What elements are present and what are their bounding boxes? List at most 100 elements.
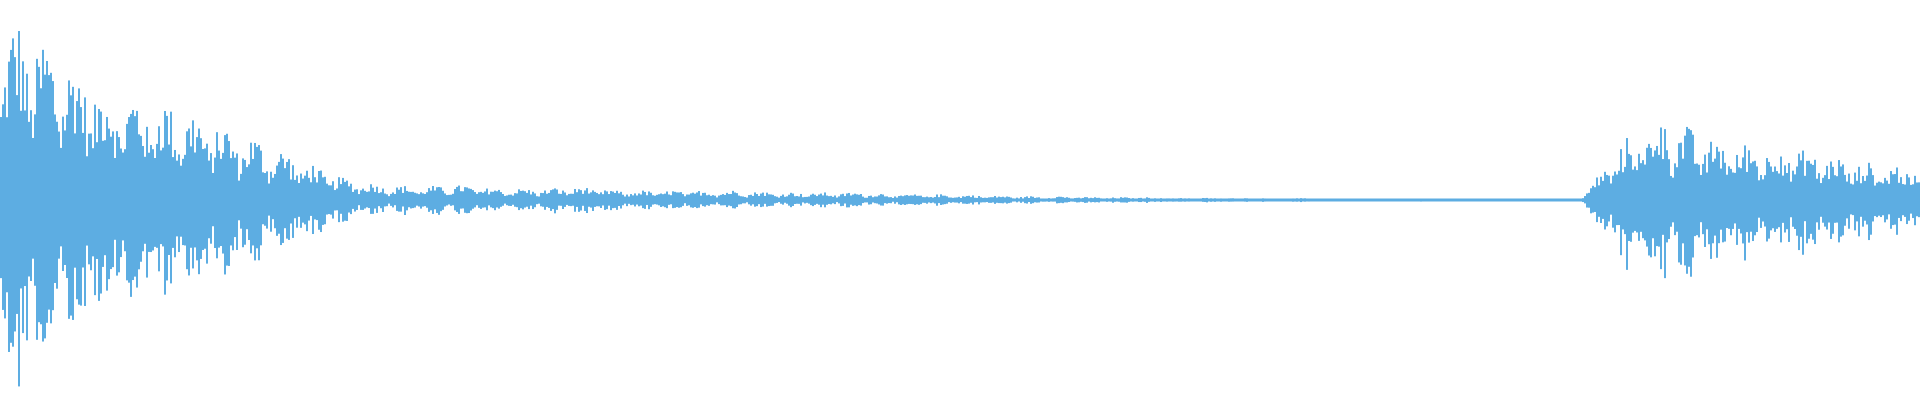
waveform-sample	[48, 75, 50, 310]
waveform-sample	[1632, 169, 1634, 233]
waveform-sample	[172, 157, 174, 248]
waveform-sample	[320, 170, 322, 233]
waveform-sample	[108, 128, 110, 280]
waveform-sample	[190, 146, 192, 248]
waveform-sample	[1848, 173, 1850, 229]
waveform-sample	[120, 148, 122, 258]
waveform-sample	[58, 131, 60, 259]
waveform-sample	[1598, 185, 1600, 217]
waveform-sample	[1792, 170, 1794, 227]
waveform-sample	[30, 110, 32, 281]
waveform-sample	[4, 87, 6, 319]
waveform-sample	[1626, 138, 1628, 270]
waveform-sample	[1664, 129, 1666, 279]
waveform-sample	[220, 158, 222, 247]
waveform-sample	[1644, 164, 1646, 241]
waveform-sample	[242, 158, 244, 248]
waveform-sample	[1812, 164, 1814, 240]
waveform-sample	[200, 138, 202, 259]
waveform-sample	[228, 141, 230, 266]
waveform-sample	[60, 147, 62, 247]
waveform-sample	[236, 153, 238, 250]
waveform-sample	[284, 168, 286, 229]
waveform-sample	[70, 95, 72, 316]
waveform-sample	[1652, 156, 1654, 239]
waveform-sample	[1734, 172, 1736, 224]
waveform-sample	[1728, 166, 1730, 229]
waveform-sample	[78, 88, 80, 305]
waveform-sample	[1692, 134, 1694, 258]
waveform-sample	[1738, 167, 1740, 229]
waveform-sample	[206, 143, 208, 264]
waveform-sample	[254, 142, 256, 261]
waveform-sample	[54, 114, 56, 283]
waveform-sample	[1752, 161, 1754, 242]
waveform-sample	[1802, 150, 1804, 255]
waveform-sample	[292, 165, 294, 238]
waveform-sample	[182, 158, 184, 246]
waveform-sample	[216, 132, 218, 259]
waveform-sample	[24, 110, 26, 287]
waveform-sample	[1770, 166, 1772, 231]
waveform-sample	[1912, 184, 1914, 219]
waveform-sample	[1870, 168, 1872, 235]
waveform-sample	[1726, 174, 1728, 229]
waveform-sample	[1608, 175, 1610, 222]
waveform-sample	[90, 133, 92, 271]
waveform-sample	[130, 113, 132, 297]
waveform-sample	[156, 143, 158, 248]
waveform-sample	[180, 165, 182, 237]
waveform-sample	[1628, 153, 1630, 241]
waveform-sample	[176, 160, 178, 237]
waveform-sample	[204, 148, 206, 249]
waveform-sample	[1810, 163, 1812, 234]
waveform-sample	[6, 117, 8, 293]
waveform-sample	[1640, 163, 1642, 232]
waveform-sample	[66, 114, 68, 279]
waveform-sample	[1646, 147, 1648, 247]
waveform-sample	[198, 128, 200, 275]
waveform-sample	[1680, 142, 1682, 265]
waveform-sample	[92, 148, 94, 257]
waveform-sample	[1620, 149, 1622, 256]
waveform-sample	[1634, 166, 1636, 231]
waveform-sample	[1666, 150, 1668, 243]
waveform-sample	[138, 134, 140, 270]
waveform-sample	[1854, 172, 1856, 231]
waveform-sample	[314, 177, 316, 220]
waveform-sample	[154, 158, 156, 247]
waveform-sample	[296, 175, 298, 228]
waveform-sample	[1798, 153, 1800, 251]
waveform-sample	[1896, 167, 1898, 235]
waveform-sample	[1650, 147, 1652, 258]
waveform-sample	[1730, 168, 1732, 236]
waveform-sample	[0, 117, 2, 279]
waveform-sample	[1700, 174, 1702, 223]
waveform-sample	[46, 60, 48, 323]
waveform-sample	[234, 157, 236, 238]
waveform-sample	[350, 183, 352, 215]
waveform-sample	[274, 173, 276, 229]
waveform-sample	[1826, 165, 1828, 230]
waveform-sample	[56, 121, 58, 289]
waveform-sample	[1796, 166, 1798, 236]
waveform-sample	[166, 115, 168, 281]
waveform-sample	[1682, 158, 1684, 244]
waveform-sample	[1716, 146, 1718, 258]
waveform-sample	[1630, 155, 1632, 242]
waveform-sample	[246, 167, 248, 230]
waveform-sample	[222, 152, 224, 254]
waveform-sample	[252, 158, 254, 246]
waveform-sample	[146, 126, 148, 278]
waveform-sample	[26, 73, 28, 341]
waveform-sample	[1638, 153, 1640, 241]
waveform-sample	[10, 49, 12, 343]
waveform-sample	[344, 181, 346, 221]
waveform-sample	[210, 153, 212, 244]
waveform-sample	[174, 149, 176, 258]
waveform-sample	[104, 140, 106, 256]
waveform-sample	[290, 179, 292, 224]
waveform-sample	[316, 182, 318, 221]
waveform-sample	[258, 145, 260, 261]
waveform-sample	[1838, 160, 1840, 243]
